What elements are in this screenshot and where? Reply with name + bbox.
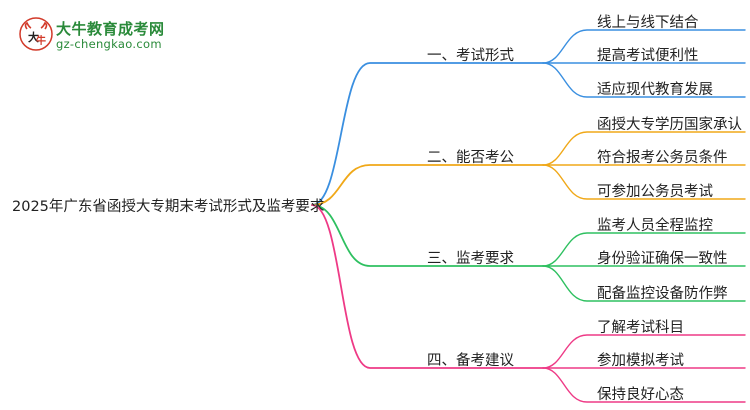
leaf-3-1: 监考人员全程监控 xyxy=(597,218,713,234)
leaf-connector-4-1 xyxy=(542,334,746,369)
branch-connector-3 xyxy=(311,204,544,267)
branch-label-2: 二、能否考公 xyxy=(427,150,514,166)
leaf-3-3: 配备监控设备防作弊 xyxy=(597,286,728,302)
svg-text:牛: 牛 xyxy=(36,34,46,47)
leaf-1-1: 线上与线下结合 xyxy=(597,15,699,31)
leaf-2-2: 符合报考公务员条件 xyxy=(597,150,728,166)
leaf-4-1: 了解考试科目 xyxy=(597,320,684,336)
branch-label-3: 三、监考要求 xyxy=(427,251,514,267)
leaf-1-3: 适应现代教育发展 xyxy=(597,82,713,98)
leaf-3-2: 身份验证确保一致性 xyxy=(597,251,728,267)
logo-title: 大牛教育成考网 xyxy=(56,20,165,38)
branch-label-1: 一、考试形式 xyxy=(427,48,514,64)
leaf-connector-3-1 xyxy=(542,232,746,267)
leaf-2-1: 函授大专学历国家承认 xyxy=(597,117,742,133)
leaf-connector-1-1 xyxy=(542,29,746,64)
branch-label-4: 四、备考建议 xyxy=(427,353,514,369)
leaf-connector-2-1 xyxy=(542,131,746,166)
branch-connector-1 xyxy=(311,62,544,206)
leaf-connector-3-3 xyxy=(542,265,746,302)
site-logo[interactable]: 大 牛 大牛教育成考网 gz-chengkao.com xyxy=(18,16,198,56)
leaf-connector-2-3 xyxy=(542,164,746,200)
leaf-connector-1-3 xyxy=(542,62,746,98)
branch-connector-4 xyxy=(311,204,544,369)
logo-url: gz-chengkao.com xyxy=(56,37,162,51)
root-topic: 2025年广东省函授大专期末考试形式及监考要求 xyxy=(12,199,325,215)
bull-head-logo-icon: 大 牛 xyxy=(19,17,53,51)
leaf-connector-4-3 xyxy=(542,367,746,403)
branch-connector-2 xyxy=(311,164,544,206)
leaf-4-3: 保持良好心态 xyxy=(597,387,684,403)
svg-text:大: 大 xyxy=(28,30,39,44)
leaf-1-2: 提高考试便利性 xyxy=(597,48,699,64)
leaf-4-2: 参加模拟考试 xyxy=(597,353,684,369)
leaf-2-3: 可参加公务员考试 xyxy=(597,184,713,200)
